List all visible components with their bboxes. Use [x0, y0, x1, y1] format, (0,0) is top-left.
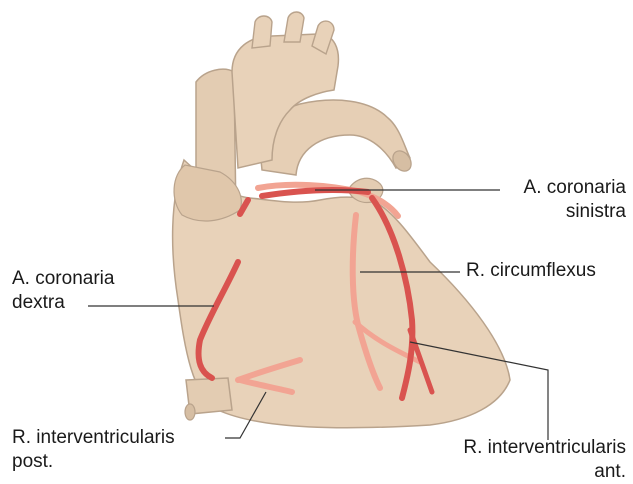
label-coronaria-sinistra-line1: A. coronaria: [500, 176, 626, 200]
aortic-branch-2: [284, 12, 304, 42]
label-interventricularis-post-line2: post.: [12, 450, 175, 474]
label-coronaria-sinistra: A. coronaria sinistra: [500, 176, 626, 224]
label-circumflexus-line1: R. circumflexus: [466, 259, 596, 283]
aortic-branch-1: [252, 16, 272, 48]
ivc-opening: [185, 404, 195, 420]
label-interventricularis-post-line1: R. interventricularis: [12, 426, 175, 450]
heart-illustration: [173, 12, 510, 428]
label-circumflexus: R. circumflexus: [466, 259, 596, 283]
label-coronaria-dextra: A. coronaria dextra: [12, 267, 114, 315]
label-interventricularis-ant-line1: R. interventricularis: [428, 436, 626, 460]
label-interventricularis-ant-line2: ant.: [428, 460, 626, 484]
label-coronaria-dextra-line2: dextra: [12, 291, 114, 315]
label-interventricularis-ant: R. interventricularis ant.: [428, 436, 626, 484]
label-coronaria-sinistra-line2: sinistra: [500, 200, 626, 224]
label-interventricularis-post: R. interventricularis post.: [12, 426, 175, 474]
label-coronaria-dextra-line1: A. coronaria: [12, 267, 114, 291]
